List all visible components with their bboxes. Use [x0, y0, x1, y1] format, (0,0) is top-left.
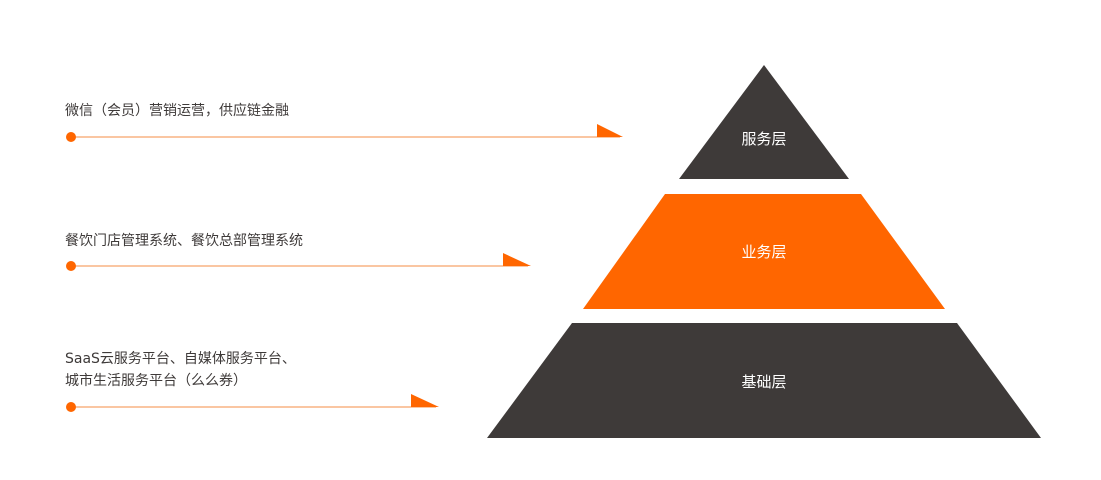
tier-label-foundation: 基础层: [741, 373, 787, 391]
label-line: 城市生活服务平台（么么券）: [65, 373, 247, 389]
label-line: 餐饮门店管理系统、餐饮总部管理系统: [65, 233, 303, 249]
arrow-dot-1: [66, 132, 76, 142]
arrow-dot-2: [66, 261, 76, 271]
row-label-foundation: SaaS云服务平台、自媒体服务平台、城市生活服务平台（么么券）: [65, 348, 296, 392]
pyramid-tier-business: [583, 194, 945, 309]
row-label-business: 餐饮门店管理系统、餐饮总部管理系统: [65, 230, 303, 252]
row-label-service: 微信（会员）营销运营，供应链金融: [65, 100, 289, 122]
label-line: SaaS云服务平台、自媒体服务平台、: [65, 351, 296, 367]
arrow-head-1: [597, 124, 623, 137]
arrow-head-2: [503, 253, 531, 266]
arrow-head-3: [411, 394, 439, 407]
pyramid-tier-service: [679, 65, 849, 179]
tier-label-business: 业务层: [741, 243, 787, 261]
arrow-dot-3: [66, 402, 76, 412]
tier-label-service: 服务层: [741, 130, 787, 148]
label-line: 微信（会员）营销运营，供应链金融: [65, 103, 289, 119]
pyramid-tier-foundation: [487, 323, 1041, 438]
